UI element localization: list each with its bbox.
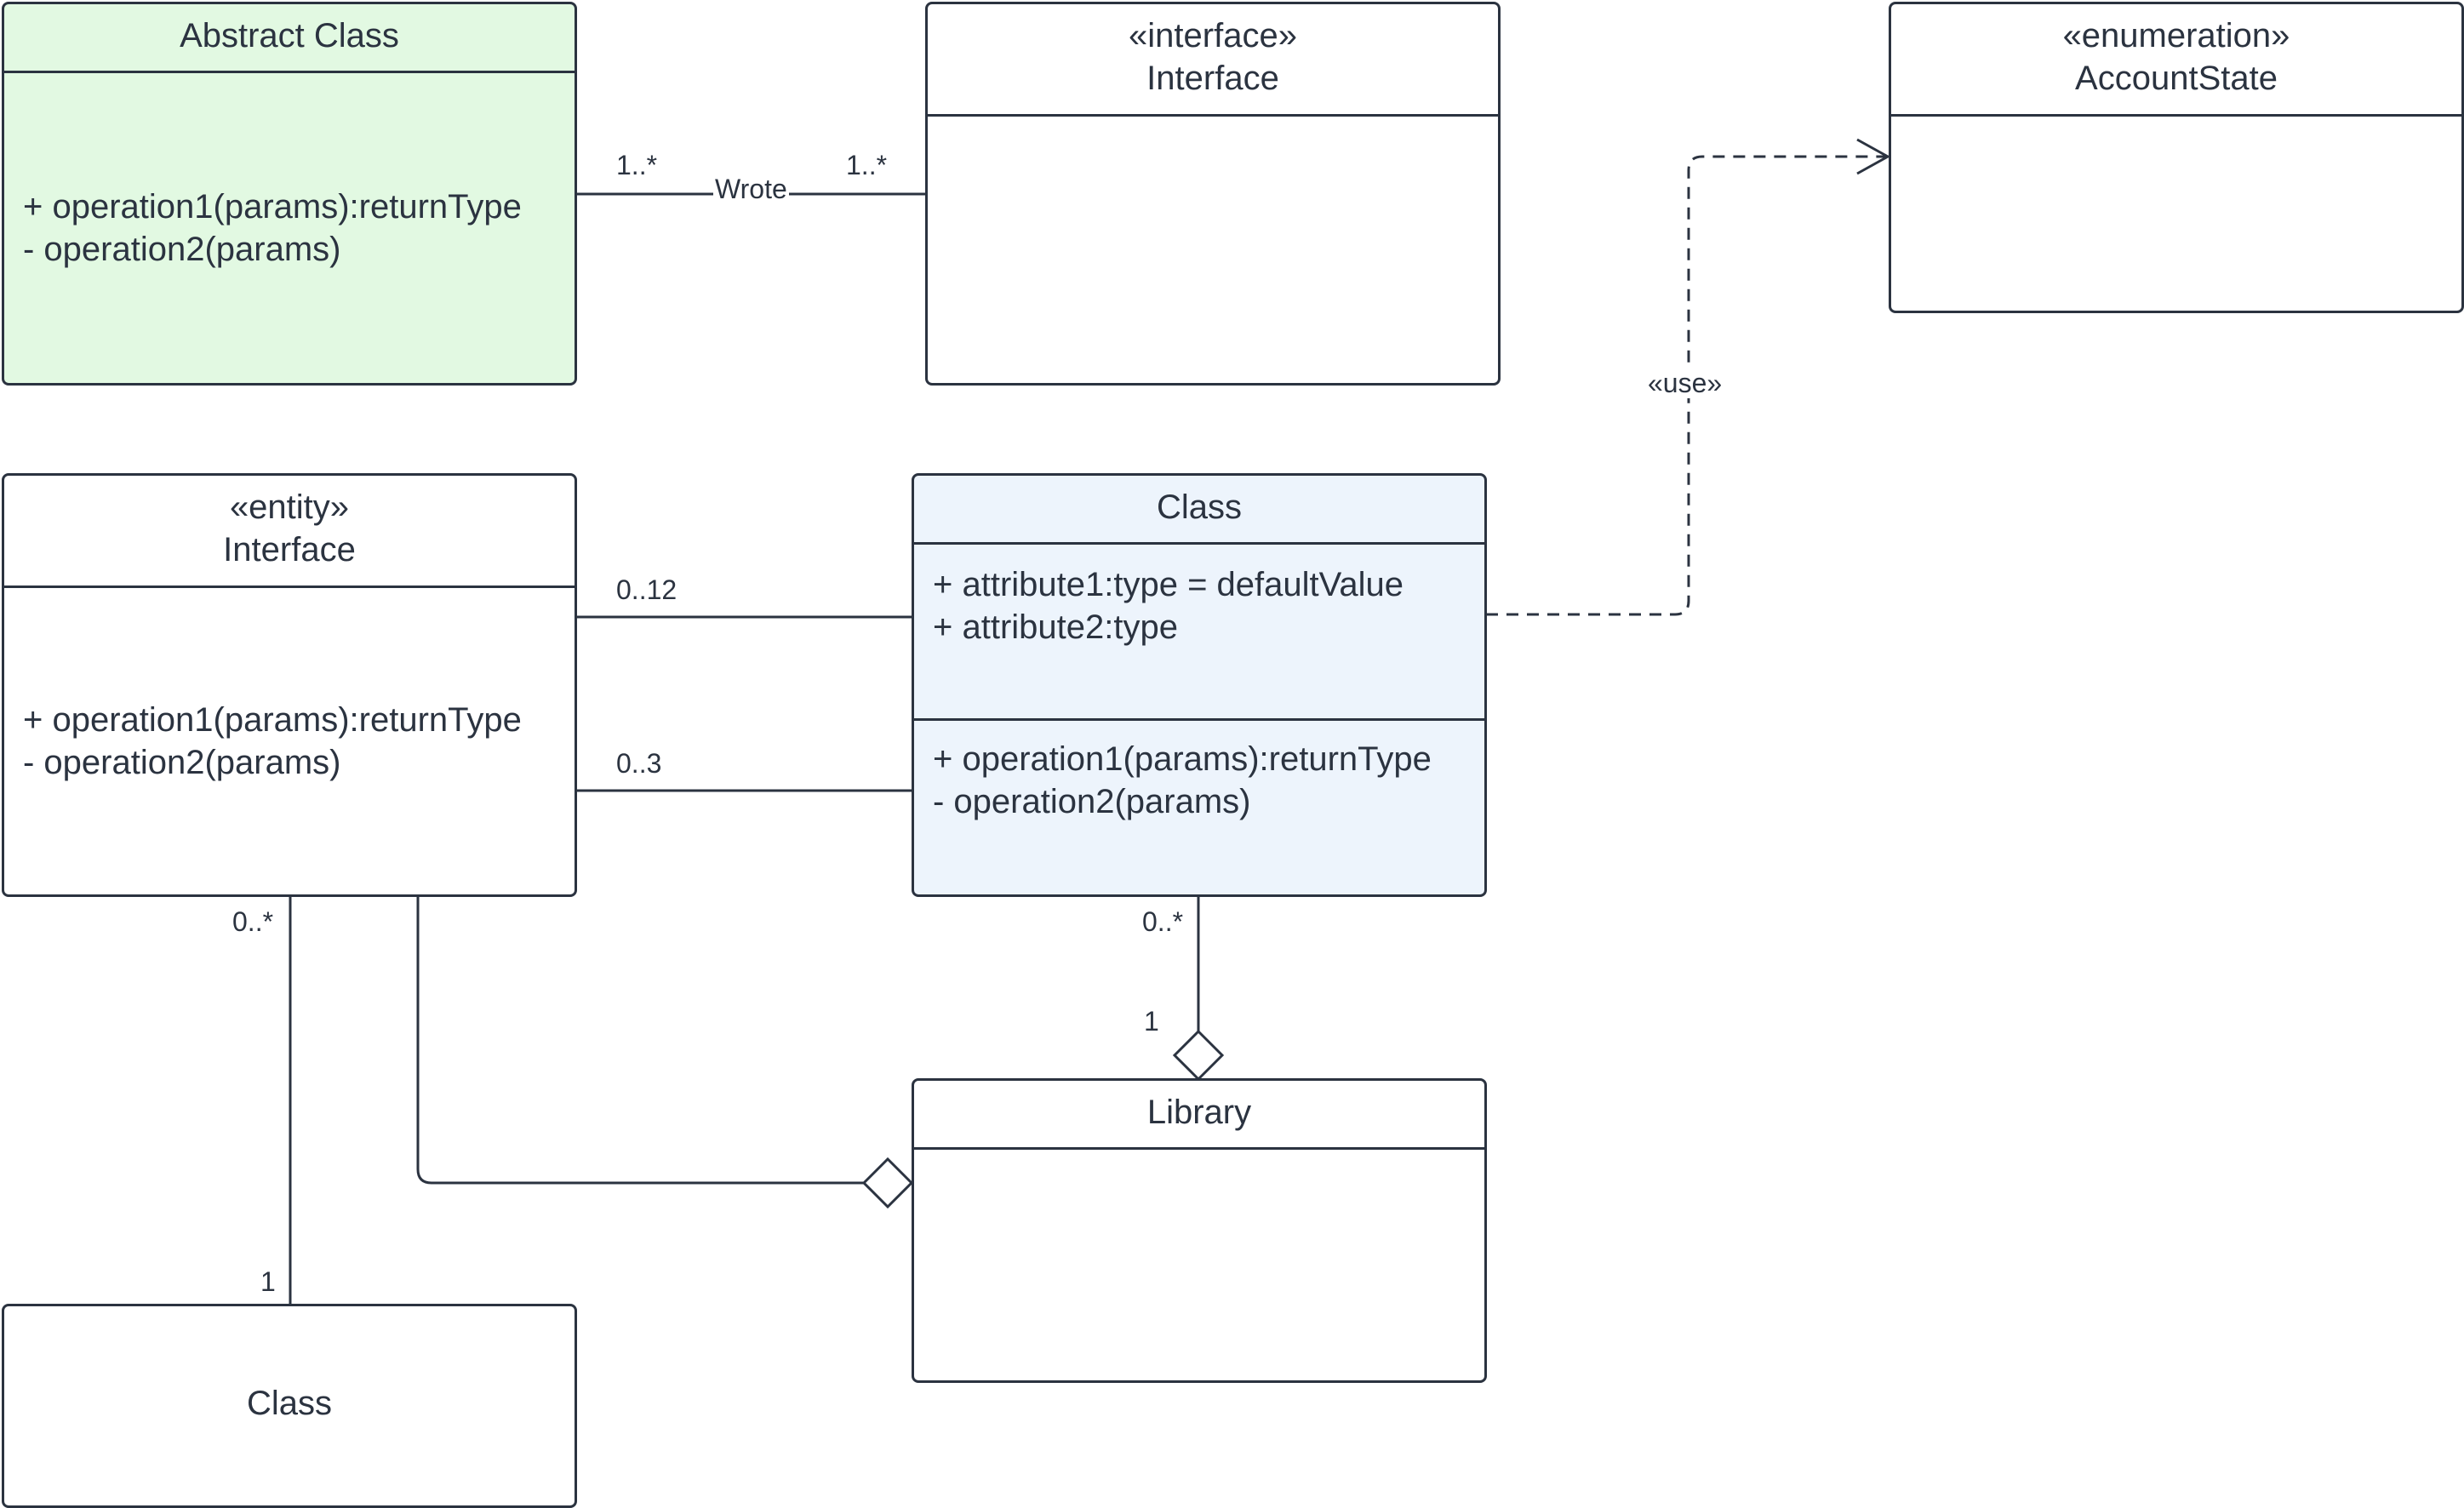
interface-name: Interface	[1146, 60, 1279, 97]
entity-header: «entity» Interface	[4, 476, 575, 588]
entity-bottom-class-entity-multiplicity: 0..*	[232, 906, 274, 937]
main-class-box[interactable]: Class + attribute1:type = defaultValue +…	[912, 473, 1487, 897]
abstract-class-header: Abstract Class	[4, 4, 575, 73]
open-arrowhead-icon	[1856, 138, 1891, 175]
abstract-class-box[interactable]: Abstract Class + operation1(params):retu…	[2, 2, 577, 386]
library-box[interactable]: Library	[912, 1078, 1487, 1383]
entity-class-bottom-multiplicity: 0..3	[616, 748, 662, 779]
abstract-class-operations: + operation1(params):returnType - operat…	[4, 73, 575, 383]
attribute-item: + attribute1:type = defaultValue	[933, 566, 1404, 603]
wrote-target-multiplicity: 1..*	[846, 150, 888, 180]
aggregation-diamond-icon	[1172, 1029, 1225, 1082]
abstract-class-name: Abstract Class	[180, 17, 399, 54]
wrote-source-multiplicity: 1..*	[616, 150, 658, 180]
main-class-name: Class	[1156, 488, 1243, 526]
entity-operations: + operation1(params):returnType - operat…	[4, 588, 575, 894]
operation-item: - operation2(params)	[23, 744, 341, 781]
enumeration-header: «enumeration» AccountState	[1891, 4, 2461, 117]
entity-class-top-multiplicity: 0..12	[616, 574, 677, 605]
interface-box[interactable]: «interface» Interface	[925, 2, 1501, 386]
enumeration-stereotype: «enumeration»	[2062, 17, 2290, 54]
enumeration-name: AccountState	[2075, 60, 2278, 97]
bottom-class-box[interactable]: Class	[2, 1304, 577, 1508]
enumeration-box[interactable]: «enumeration» AccountState	[1889, 2, 2464, 313]
main-class-attributes: + attribute1:type = defaultValue + attri…	[914, 545, 1484, 721]
library-name: Library	[1146, 1094, 1252, 1131]
operation-item: + operation1(params):returnType	[23, 701, 522, 739]
class-library-class-multiplicity: 0..*	[1142, 906, 1184, 937]
operation-item: + operation1(params):returnType	[23, 188, 522, 226]
use-dependency-line[interactable]	[1486, 155, 1888, 616]
entity-bottom-class-class-multiplicity: 1	[260, 1266, 276, 1297]
class-library-library-multiplicity: 1	[1144, 1006, 1159, 1037]
main-class-operations: + operation1(params):returnType - operat…	[914, 721, 1484, 894]
main-class-header: Class	[914, 476, 1484, 545]
entity-stereotype: «entity»	[229, 488, 350, 526]
operation-item: + operation1(params):returnType	[933, 740, 1432, 778]
bottom-class-name: Class	[246, 1384, 333, 1422]
library-header: Library	[914, 1081, 1484, 1150]
entity-box[interactable]: «entity» Interface + operation1(params):…	[2, 473, 577, 897]
interface-stereotype: «interface»	[1129, 17, 1297, 54]
use-dependency-label: «use»	[1646, 368, 1724, 398]
wrote-association-label: Wrote	[713, 174, 789, 204]
interface-header: «interface» Interface	[928, 4, 1498, 117]
operation-item: - operation2(params)	[933, 783, 1251, 820]
operation-item: - operation2(params)	[23, 231, 341, 268]
attribute-item: + attribute2:type	[933, 608, 1178, 646]
aggregation-diamond-icon	[861, 1157, 914, 1209]
entity-name: Interface	[223, 531, 356, 568]
entity-library-aggregation-line[interactable]	[416, 896, 864, 1185]
